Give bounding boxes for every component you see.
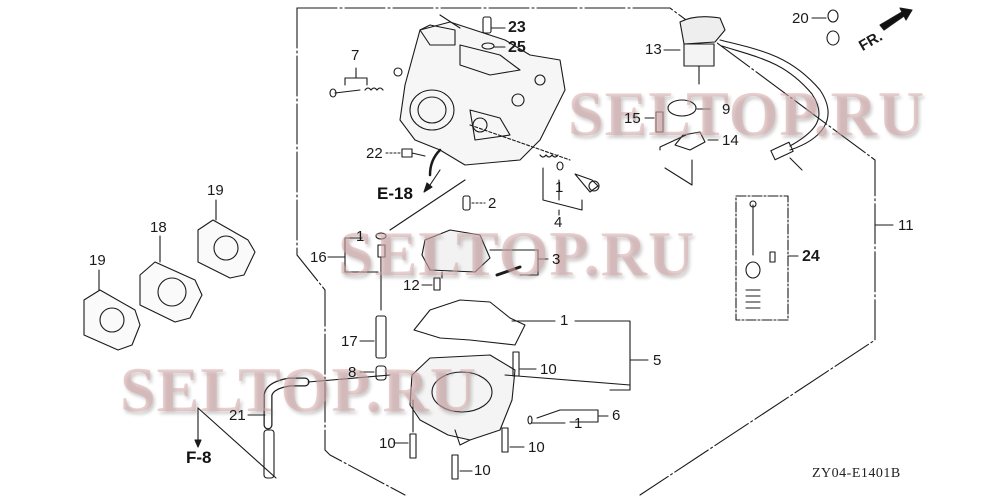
callout-1: 1 <box>560 312 569 329</box>
callout-11: 11 <box>898 217 914 234</box>
plate-14-drawing <box>674 131 706 151</box>
callout-21: 21 <box>229 407 246 424</box>
callout-12: 12 <box>403 277 420 294</box>
drain-screw-6-drawing <box>527 409 609 425</box>
callout-9: 9 <box>722 101 731 118</box>
callout-8: 8 <box>348 364 357 381</box>
callout-5: 5 <box>653 352 662 369</box>
callout-10: 10 <box>379 435 396 452</box>
bowl-gasket-drawing <box>413 299 526 346</box>
reference-f8: F-8 <box>186 448 212 467</box>
kit-24-drawing <box>735 195 799 321</box>
callout-1: 1 <box>356 228 365 245</box>
bolt-22-drawing <box>385 148 426 158</box>
callout-6: 6 <box>612 407 621 424</box>
hose-21-drawing <box>194 374 391 479</box>
callout-4: 4 <box>554 214 563 231</box>
callout-2: 2 <box>488 195 497 212</box>
needle-jet-drawing <box>327 232 387 381</box>
callout-16: 16 <box>310 249 327 266</box>
screw-7-drawing <box>329 67 384 98</box>
callout-7: 7 <box>351 47 360 64</box>
o-ring-9-drawing <box>667 99 697 117</box>
callout-20: 20 <box>792 10 809 27</box>
front-arrow-icon <box>879 7 913 31</box>
callout-23: 23 <box>508 19 526 36</box>
clip-20-drawing <box>811 9 840 46</box>
jet-23-drawing <box>481 16 506 50</box>
pilot-screw-drawing <box>469 124 600 216</box>
insulator-gaskets-drawing <box>83 199 256 351</box>
drawing-code: ZY04-E1401B <box>812 466 901 481</box>
callout-24: 24 <box>802 248 820 265</box>
float-3-drawing <box>421 229 549 291</box>
float-bowl-drawing <box>409 354 631 446</box>
callout-1: 1 <box>574 415 583 432</box>
callout-15: 15 <box>624 110 641 127</box>
reference-e18: E-18 <box>377 184 413 203</box>
callout-19-left: 19 <box>89 252 106 269</box>
callout-18: 18 <box>150 219 167 236</box>
callout-10: 10 <box>474 462 491 479</box>
float-valve-2-drawing <box>389 179 486 231</box>
callout-13: 13 <box>645 41 662 58</box>
bolt-15-drawing <box>655 111 664 133</box>
callout-10: 10 <box>528 439 545 456</box>
callout-3: 3 <box>552 251 561 268</box>
callout-10: 10 <box>540 361 557 378</box>
bolts-10-drawing <box>393 351 537 480</box>
assembly-frame <box>296 7 876 496</box>
callout-14: 14 <box>722 132 739 149</box>
carburetor-body-drawing <box>393 14 566 177</box>
callout-1: 1 <box>555 179 564 196</box>
switch-13-drawing <box>663 16 829 171</box>
callout-17: 17 <box>341 333 358 350</box>
callout-25: 25 <box>508 39 526 56</box>
callout-22: 22 <box>366 145 383 162</box>
callout-19-right: 19 <box>207 182 224 199</box>
